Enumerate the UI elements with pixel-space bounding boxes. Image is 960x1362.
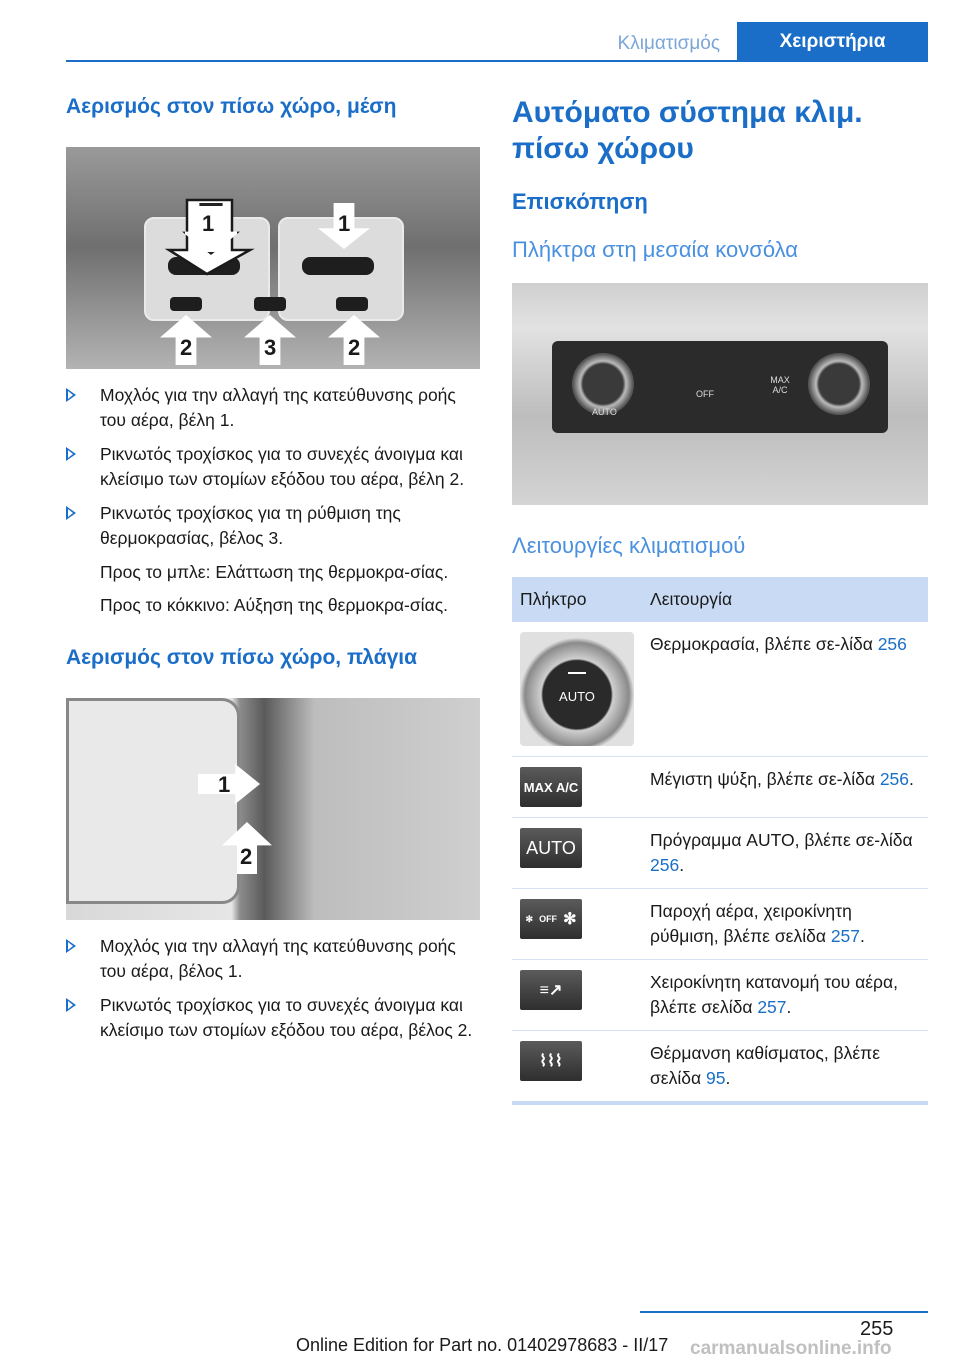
list-item: Ρικνωτός τροχίσκος για τη ρύθμιση της θε…	[66, 501, 480, 551]
page-link[interactable]: 256	[877, 634, 907, 654]
table-row: MAX A/C Μέγιστη ψύξη, βλέπε σε-λίδα 256.	[512, 756, 928, 818]
section-heading-rear-center: Αερισμός στον πίσω χώρο, μέση	[66, 95, 397, 118]
table-row: AUTO Θερμοκρασία, βλέπε σε-λίδα 256	[512, 622, 928, 757]
console-heading: Πλήκτρα στη μεσαία κονσόλα	[512, 237, 799, 262]
page-link[interactable]: 95	[705, 1068, 726, 1088]
seat-heating-icon: ⌇⌇⌇	[520, 1041, 582, 1081]
thumbwheel-center	[254, 297, 286, 311]
triangle-bullet-icon	[66, 998, 76, 1012]
arrow-label-1-side: 1	[218, 772, 231, 797]
watermark: carmanualsonline.info	[690, 1338, 892, 1359]
thumbwheel-right	[336, 297, 368, 311]
console-auto-label: AUTO	[592, 407, 617, 417]
temperature-knob-icon: AUTO	[520, 632, 634, 746]
arrow-label-2-right: 2	[348, 335, 361, 360]
list-item: Ρικνωτός τροχίσκος για το συνεχές άνοιγμ…	[66, 993, 480, 1043]
console-maxac-label: MAX A/C	[770, 375, 790, 395]
center-console-image: AUTO OFF MAX A/C	[512, 283, 928, 505]
arrow-label-1-right: 1	[338, 211, 351, 236]
table-row: AUTO Πρόγραμμα AUTO, βλέπε σε-λίδα 256.	[512, 817, 928, 889]
triangle-bullet-icon	[66, 447, 76, 461]
rear-side-bullet-list: Μοχλός για την αλλαγή της κατεύθυνσης ρο…	[66, 934, 480, 1043]
triangle-bullet-icon	[66, 939, 76, 953]
list-item: Ρικνωτός τροχίσκος για το συνεχές άνοιγμ…	[66, 442, 480, 492]
table-row: ⌇⌇⌇ Θέρμανση καθίσματος, βλέπε σελίδα 95…	[512, 1030, 928, 1105]
table-row: ≡↗ Χειροκίνητη κατανομή του αέρα, βλέπε …	[512, 959, 928, 1031]
page-link[interactable]: 257	[830, 926, 861, 946]
triangle-bullet-icon	[66, 506, 76, 520]
note-blue: Προς το μπλε: Ελάττωση της θερμοκρα-σίας…	[100, 562, 449, 582]
fan-icon: ✻OFF✻	[520, 899, 582, 939]
temp-knob-left	[572, 353, 634, 415]
overview-heading: Επισκόπηση	[512, 189, 648, 214]
table-header-function: Λειτουργία	[642, 577, 928, 622]
header-rule	[66, 60, 928, 62]
list-item: Μοχλός για την αλλαγή της κατεύθυνσης ρο…	[66, 383, 480, 433]
page-link[interactable]: 256	[879, 769, 910, 789]
section-heading-rear-side: Αερισμός στον πίσω χώρο, πλάγια	[66, 646, 418, 669]
arrow-label-2-left: 2	[180, 335, 193, 360]
max-ac-icon: MAX A/C	[520, 767, 582, 807]
arrow-label-3: 3	[264, 335, 277, 360]
side-window-panel	[66, 698, 240, 904]
page-link[interactable]: 257	[757, 997, 787, 1017]
console-off-label: OFF	[696, 389, 714, 399]
auto-icon: AUTO	[520, 828, 582, 868]
table-row: ✻OFF✻ Παροχή αέρα, χειροκίνητη ρύθμιση, …	[512, 888, 928, 960]
page-link[interactable]: 256	[650, 855, 680, 875]
note-red: Προς το κόκκινο: Αύξηση της θερμοκρα-σία…	[100, 595, 448, 615]
rear-side-vent-image: 1 2	[66, 698, 480, 920]
edition-text: Online Edition for Part no. 01402978683 …	[296, 1335, 669, 1355]
vent-lever-right	[302, 257, 374, 275]
table-header-key: Πλήκτρο	[512, 577, 642, 622]
thumbwheel-left	[170, 297, 202, 311]
rear-center-bullet-list: Μοχλός για την αλλαγή της κατεύθυνσης ρο…	[66, 383, 480, 551]
arrow-label-2-side: 2	[240, 844, 253, 869]
footer-rule	[640, 1311, 928, 1313]
functions-table: Πλήκτρο Λειτουργία AUTO Θερμοκρασία, βλέ…	[512, 577, 928, 1105]
page-title: Αυτόματο σύστημα κλιμ. πίσω χώρου	[512, 96, 863, 165]
functions-heading: Λειτουργίες κλιματισμού	[512, 533, 746, 558]
triangle-bullet-icon	[66, 388, 76, 402]
list-item: Μοχλός για την αλλαγή της κατεύθυνσης ρο…	[66, 934, 480, 984]
header-chapter-tab[interactable]: Χειριστήρια	[737, 22, 928, 62]
rear-center-vents-image: 1 1 2 3 2	[66, 147, 480, 369]
header-section-title: Κλιματισμός	[617, 33, 720, 54]
left-column: Αερισμός στον πίσω χώρο, μέση 1 1 2 3 2 …	[66, 95, 480, 1052]
right-column: Αυτόματο σύστημα κλιμ. πίσω χώρου Επισκό…	[512, 95, 928, 1105]
air-distribution-icon: ≡↗	[520, 970, 582, 1010]
arrow-label-1-left: 1	[202, 211, 215, 236]
page-number: 255	[860, 1318, 894, 1340]
temp-knob-right	[808, 353, 870, 415]
